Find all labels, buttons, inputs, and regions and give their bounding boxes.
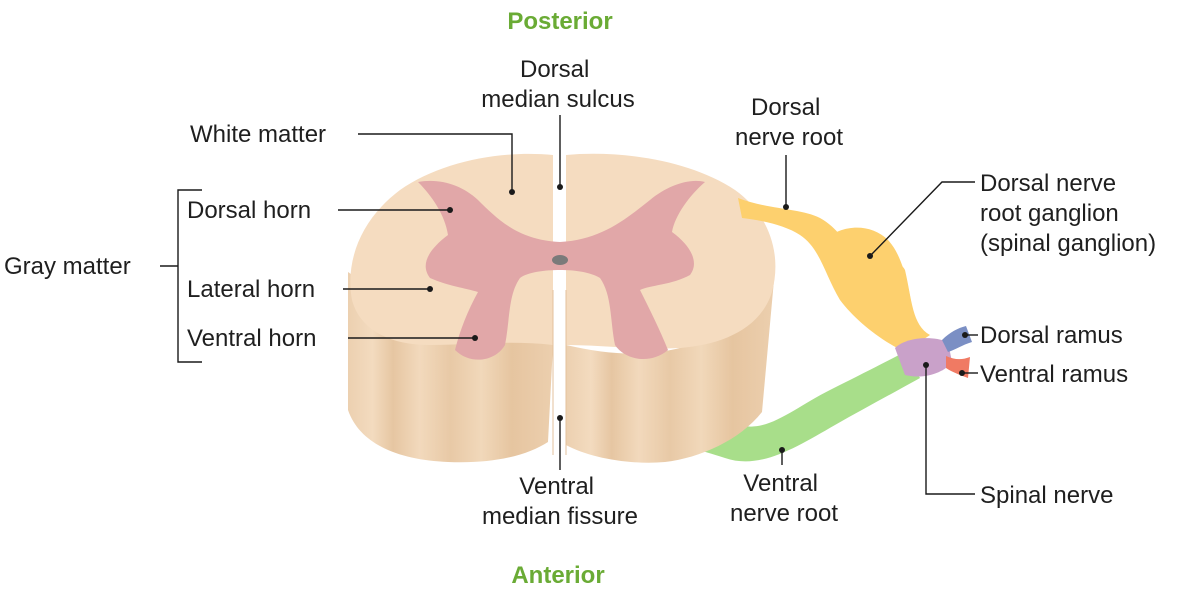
dorsal-ramus [942, 326, 972, 352]
dorsal-median-sulcus [553, 155, 566, 240]
white-matter-label: White matter [190, 121, 326, 148]
leader-lines [160, 115, 978, 495]
dorsal-root-ganglion-line-2: root ganglion [980, 200, 1119, 227]
ventral-median-fissure-label: Ventral median fissure [482, 473, 638, 530]
dorsal-median-sulcus-label: Dorsal median sulcus [481, 56, 634, 113]
spinal-nerve [895, 338, 952, 377]
spinal-cord-side-right [566, 280, 774, 463]
gray-matter [418, 180, 705, 360]
dorsal-median-sulcus-line-1: Dorsal [520, 56, 589, 83]
ventral-ramus [946, 356, 970, 378]
ventral-ramus-label: Ventral ramus [980, 361, 1128, 388]
ventral-nerve-root-label: Ventral nerve root [730, 470, 838, 527]
spinal-nerve-label: Spinal nerve [980, 482, 1113, 509]
dorsal-median-sulcus-line-2: median sulcus [481, 86, 634, 113]
ventral-median-fissure [553, 290, 566, 455]
dorsal-root-ganglion-line-1: Dorsal nerve [980, 170, 1116, 197]
dorsal-nerve-root-line-2: nerve root [735, 124, 843, 151]
dorsal-nerve-root-line-1: Dorsal [751, 94, 820, 121]
dorsal-ramus-label: Dorsal ramus [980, 322, 1123, 349]
lateral-horn-label: Lateral horn [187, 276, 315, 303]
central-canal [552, 255, 568, 265]
dorsal-root-ganglion-label: Dorsal nerve root ganglion (spinal gangl… [980, 170, 1156, 257]
ventral-median-fissure-line-2: median fissure [482, 503, 638, 530]
anterior-label: Anterior [511, 562, 604, 589]
dorsal-nerve-root-label: Dorsal nerve root [735, 94, 843, 151]
dorsal-root-ganglion [825, 227, 915, 334]
ventral-horn-label: Ventral horn [187, 325, 316, 352]
ventral-median-fissure-line-1: Ventral [519, 473, 594, 500]
ventral-nerve-root-line-2: nerve root [730, 500, 838, 527]
ventral-nerve-root-line-1: Ventral [743, 470, 818, 497]
dorsal-horn-label: Dorsal horn [187, 197, 311, 224]
posterior-label: Posterior [507, 8, 612, 35]
dorsal-root-ganglion-line-3: (spinal ganglion) [980, 230, 1156, 257]
gray-matter-label: Gray matter [4, 253, 131, 280]
